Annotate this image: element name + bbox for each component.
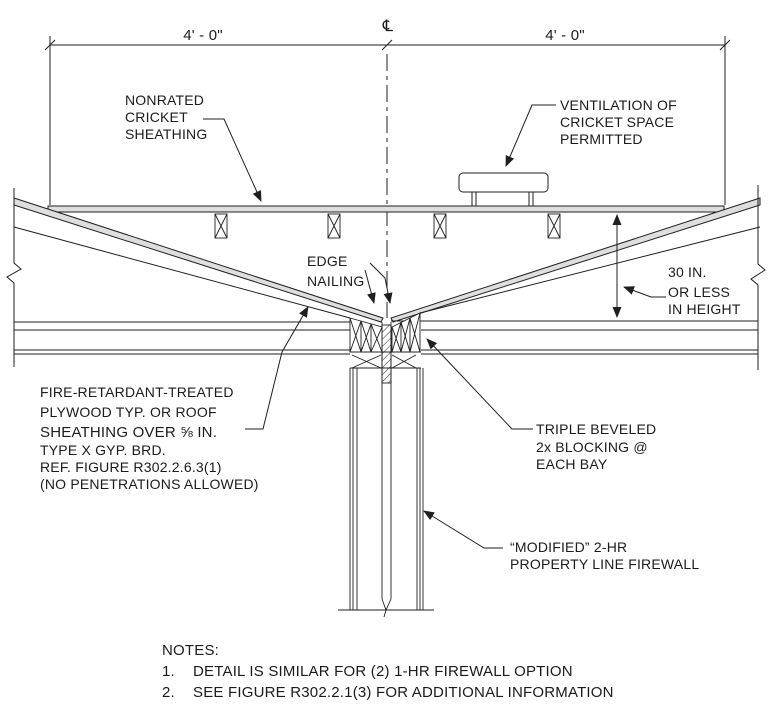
label-line: REF. FIGURE R302.2.6.3(1) [40, 459, 222, 475]
dim-label-right: 4' - 0" [545, 27, 585, 44]
dim-label-left: 4' - 0" [183, 27, 223, 44]
label-triple-beveled: TRIPLE BEVELED 2x BLOCKING @ EACH BAY [536, 421, 656, 472]
note-text: DETAIL IS SIMILAR FOR (2) 1-HR FIREWALL … [193, 663, 573, 680]
note-text: SEE FIGURE R302.2.1(3) FOR ADDITIONAL IN… [193, 684, 614, 701]
dim-tick-center [381, 39, 393, 51]
label-line: EACH BAY [536, 456, 608, 472]
label-fire-retardant: FIRE-RETARDANT-TREATED PLYWOOD TYP. OR R… [40, 384, 259, 492]
label-line: PERMITTED [560, 131, 643, 147]
label-line: SHEATHING [125, 126, 207, 142]
label-edge-nailing: EDGE NAILING [307, 253, 364, 289]
label-line: NAILING [307, 273, 364, 289]
label-line: IN HEIGHT [668, 301, 741, 317]
height-leader [623, 286, 666, 298]
leader-modified-firewall [423, 510, 503, 549]
label-line: NONRATED [125, 92, 204, 108]
label-line: 2x BLOCKING @ [536, 439, 648, 455]
label-modified-firewall: “MODIFIED” 2-HR PROPERTY LINE FIREWALL [510, 539, 699, 572]
note-number: 1. [162, 663, 175, 680]
blocking-x [349, 317, 383, 353]
notes-block: NOTES: 1. DETAIL IS SIMILAR FOR (2) 1-HR… [162, 642, 614, 701]
label-line: PROPERTY LINE FIREWALL [510, 556, 699, 572]
centerline-symbol: ℄ [382, 18, 394, 35]
break-line-right [750, 185, 766, 370]
label-cricket-height: 30 IN. OR LESS IN HEIGHT [668, 264, 741, 317]
label-line: OR LESS [668, 284, 730, 300]
cricket-flat-sheathing [47, 205, 725, 213]
leader-ventilation [505, 104, 556, 167]
cricket-height-dimension [612, 214, 666, 318]
vent-cap [458, 172, 549, 193]
label-line: CRICKET SPACE [560, 114, 674, 130]
cricket-purlin-blocks [214, 213, 561, 239]
label-line: FIRE-RETARDANT-TREATED [40, 384, 234, 400]
firewall-assembly [338, 312, 434, 618]
label-line: TYPE X GYP. BRD. [40, 442, 166, 458]
cricket-structure [13, 172, 761, 323]
label-ventilation: VENTILATION OF CRICKET SPACE PERMITTED [560, 97, 677, 147]
break-line-left [6, 188, 22, 367]
notes-heading: NOTES: [162, 642, 219, 659]
leader-fire-retardant [245, 306, 309, 430]
sloped-underside-left [13, 226, 351, 319]
main-roof [6, 185, 766, 370]
label-line: EDGE [307, 253, 347, 269]
label-line: 30 IN. [668, 264, 707, 280]
beveled-blocking-left [349, 317, 383, 353]
label-line: CRICKET [125, 109, 188, 125]
top-dimension [44, 36, 731, 318]
wall-break [381, 598, 392, 612]
leader-edge-nailing-2 [369, 262, 393, 304]
leader-triple-beveled [426, 338, 533, 430]
gyp-core-hatch [381, 324, 392, 384]
label-line: TRIPLE BEVELED [536, 421, 656, 437]
note-number: 2. [162, 684, 175, 701]
vent-cap-legs [471, 192, 534, 206]
blocking-x [391, 312, 421, 353]
leader-edge-nailing-1 [364, 269, 376, 304]
blocking-x [351, 354, 417, 369]
label-line: PLYWOOD TYP. OR ROOF [40, 404, 217, 420]
label-nonrated-cricket-sheathing: NONRATED CRICKET SHEATHING [125, 92, 207, 142]
label-line: SHEATHING OVER ⅝ IN. [40, 424, 217, 441]
wall-studs [349, 368, 424, 610]
sloped-sheathing-right [390, 197, 761, 323]
leader-lines [203, 104, 556, 549]
label-line: “MODIFIED” 2-HR [510, 539, 627, 555]
sloped-underside-right [419, 226, 761, 314]
leader-nonrated [203, 118, 262, 202]
label-line: VENTILATION OF [560, 97, 677, 113]
label-line: (NO PENETRATIONS ALLOWED) [40, 476, 259, 492]
